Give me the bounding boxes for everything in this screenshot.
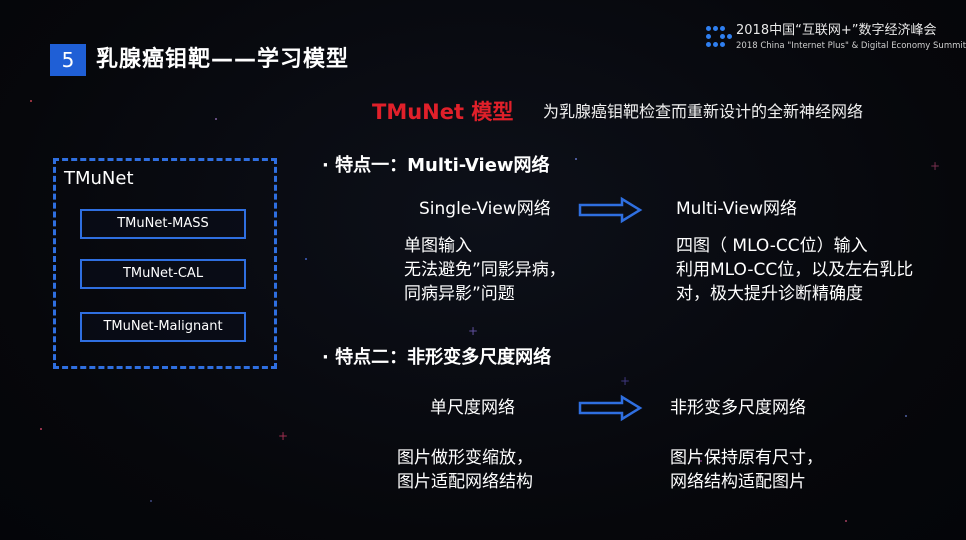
feature-two-from-label: 单尺度网络	[430, 398, 515, 418]
background-sparkle: +	[278, 429, 289, 443]
description-line: 对，极大提升诊断精确度	[676, 284, 863, 304]
arrow-right-icon	[578, 196, 643, 224]
feature-one-to-description: 四图（ MLO-CC位）输入 利用MLO-CC位，以及左右乳比 对，极大提升诊断…	[676, 234, 913, 306]
background-star	[905, 415, 907, 417]
feature-one-from-label: Single-View网络	[419, 199, 551, 219]
description-line: 图片保持原有尺寸，	[670, 448, 823, 468]
logo-dots-icon	[706, 26, 732, 50]
feature-two-from-description: 图片做形变缩放， 图片适配网络结构	[397, 446, 533, 494]
background-star	[575, 158, 577, 160]
feature-one-heading: · 特点一：Multi-View网络	[322, 155, 550, 176]
model-item-cal: TMuNet-CAL	[80, 259, 246, 289]
model-name: TMuNet 模型	[372, 100, 514, 124]
description-line: 单图输入	[404, 236, 472, 256]
description-line: 同病异影”问题	[404, 284, 515, 304]
description-line: 网络结构适配图片	[670, 472, 806, 492]
feature-two-to-description: 图片保持原有尺寸， 网络结构适配图片	[670, 446, 823, 494]
description-line: 图片适配网络结构	[397, 472, 533, 492]
description-line: 利用MLO-CC位，以及左右乳比	[676, 260, 914, 280]
section-number-badge: 5	[50, 44, 86, 76]
background-sparkle: +	[930, 159, 941, 173]
feature-two-to-label: 非形变多尺度网络	[670, 398, 806, 418]
background-star	[845, 520, 847, 522]
description-line: 四图（ MLO-CC位）输入	[676, 236, 868, 256]
background-sparkle: +	[468, 324, 479, 338]
background-star	[700, 460, 702, 462]
summit-logo: 2018中国“互联网+”数字经济峰会 2018 China "Internet …	[706, 22, 966, 58]
background-star	[305, 258, 307, 260]
feature-one-from-description: 单图输入 无法避免”同影异病， 同病异影”问题	[404, 234, 566, 306]
logo-title: 2018中国“互联网+”数字经济峰会	[736, 23, 937, 38]
slide-title: 乳腺癌钼靶——学习模型	[96, 47, 350, 72]
model-description: 为乳腺癌钼靶检查而重新设计的全新神经网络	[543, 102, 864, 121]
feature-one-to-label: Multi-View网络	[676, 199, 798, 219]
background-star	[215, 118, 217, 120]
model-group-title: TMuNet	[64, 168, 134, 189]
model-item-mass: TMuNet-MASS	[80, 209, 246, 239]
description-line: 图片做形变缩放，	[397, 448, 533, 468]
feature-two-heading: · 特点二：非形变多尺度网络	[322, 347, 552, 368]
arrow-right-icon	[578, 394, 643, 422]
background-star	[30, 100, 32, 102]
background-star	[40, 428, 42, 430]
logo-subtitle: 2018 China "Internet Plus" & Digital Eco…	[736, 41, 966, 51]
description-line: 无法避免”同影异病，	[404, 260, 566, 280]
model-item-malignant: TMuNet-Malignant	[80, 312, 246, 342]
model-group-box	[53, 158, 277, 369]
background-star	[150, 500, 152, 502]
background-sparkle: +	[620, 374, 631, 388]
